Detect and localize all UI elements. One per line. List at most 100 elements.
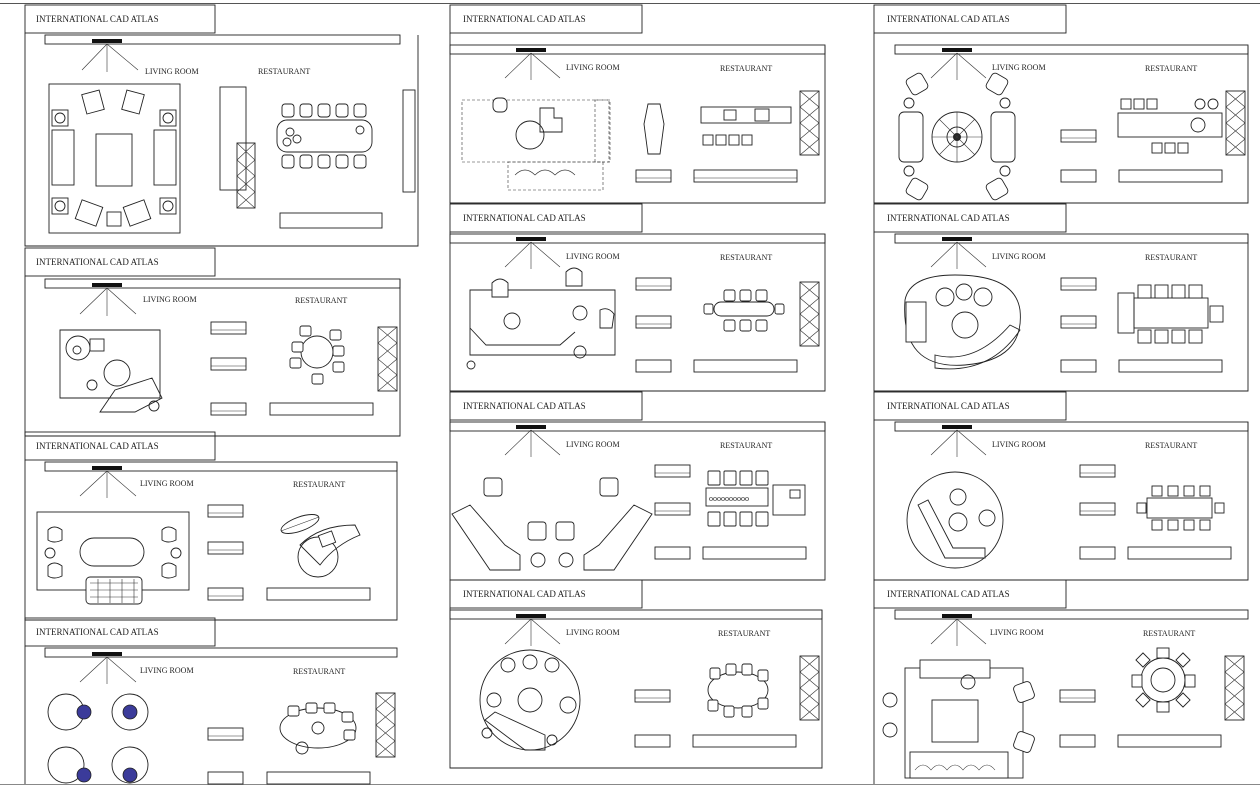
sheet-top-border <box>0 3 1260 4</box>
wine-rack <box>1224 655 1245 721</box>
restaurant-label: RESTAURANT <box>293 480 345 489</box>
coffee-table <box>95 133 133 187</box>
coffee-table <box>948 512 968 532</box>
window-strip <box>44 34 401 45</box>
window-strip <box>894 44 1249 55</box>
armchair <box>483 477 503 497</box>
stool <box>882 692 898 708</box>
panel-title: INTERNATIONAL CAD ATLAS <box>36 257 159 267</box>
rug <box>461 99 611 163</box>
panel-frame <box>449 33 826 204</box>
light-ray <box>530 52 561 79</box>
panel-title-box <box>873 203 1067 233</box>
sideboard <box>219 86 247 191</box>
panel-title: INTERNATIONAL CAD ATLAS <box>36 627 159 637</box>
dining-chairs <box>1136 485 1225 531</box>
restaurant-label: RESTAURANT <box>718 629 770 638</box>
chair <box>317 530 337 548</box>
table-pattern: oooooooooo <box>709 494 749 503</box>
panel-title: INTERNATIONAL CAD ATLAS <box>36 14 159 24</box>
sofa <box>51 129 75 186</box>
bar-stools-bottom <box>1151 142 1189 154</box>
coffee-table <box>79 537 145 567</box>
dining-chairs <box>1131 647 1196 713</box>
sink <box>1190 117 1206 133</box>
light-fixture <box>516 425 546 429</box>
coffee-table <box>517 687 543 713</box>
dining-chairs-bottom <box>281 154 367 169</box>
lamp-table <box>51 109 69 127</box>
counter <box>279 212 383 229</box>
lamp <box>54 112 66 124</box>
cabinet <box>539 107 563 133</box>
armchair <box>492 97 508 113</box>
armchair <box>122 199 152 227</box>
end-chair <box>1209 305 1224 323</box>
cushions <box>514 169 576 176</box>
panel-title-box <box>873 4 1067 34</box>
dining-chairs-top <box>281 103 367 118</box>
sink <box>723 109 737 121</box>
sideboard <box>1117 292 1135 334</box>
side-table <box>558 552 574 568</box>
placeholder-bars <box>1079 464 1232 560</box>
sofa <box>898 111 924 163</box>
living-room-label: LIVING ROOM <box>992 63 1046 72</box>
curved-sofa <box>469 327 576 346</box>
sofa <box>905 301 927 343</box>
panel-9: INTERNATIONAL CAD ATLAS LIVING ROOM REST… <box>873 4 1249 204</box>
rug <box>48 83 181 234</box>
light-fixture <box>92 466 122 470</box>
restaurant-label: RESTAURANT <box>720 64 772 73</box>
sofa <box>153 129 177 186</box>
armchair <box>599 308 615 329</box>
armchair <box>565 267 583 287</box>
panel-11: INTERNATIONAL CAD ATLAS LIVING ROOM REST… <box>873 391 1249 581</box>
panel-frame <box>873 33 1249 204</box>
living-room-label: LIVING ROOM <box>992 252 1046 261</box>
cooktop <box>754 108 770 122</box>
panel-title-box <box>24 431 216 461</box>
wine-rack <box>236 142 256 209</box>
restaurant-label: RESTAURANT <box>720 441 772 450</box>
wine-rack-hatch <box>1225 90 1246 156</box>
stool <box>882 722 898 738</box>
armchair <box>1013 731 1035 753</box>
desk <box>299 524 361 566</box>
curved-sofa <box>934 324 1021 370</box>
cushions <box>914 764 996 771</box>
panel-title: INTERNATIONAL CAD ATLAS <box>463 14 586 24</box>
table-centerpiece <box>311 721 325 735</box>
panel-title-box <box>449 391 643 421</box>
dining-chairs <box>707 663 769 718</box>
window-strip <box>894 421 1249 432</box>
armchair <box>121 89 145 115</box>
round-table <box>572 305 588 321</box>
window-strip <box>894 233 1249 244</box>
panel-title-box <box>24 4 216 34</box>
dining-table <box>1133 297 1209 329</box>
armchair <box>81 89 105 115</box>
lamp <box>54 200 66 212</box>
living-room-label: LIVING ROOM <box>992 440 1046 449</box>
lamp-table <box>159 109 177 127</box>
sofa <box>85 576 143 605</box>
oval-dining-table <box>279 707 357 749</box>
bar-stools <box>1120 98 1219 110</box>
chaise-lounge <box>917 499 986 559</box>
armchair <box>74 199 104 227</box>
wine-rack-hatch <box>236 142 256 209</box>
dining-chairs <box>707 470 769 527</box>
sectional-sofa-left <box>451 504 521 571</box>
light-ray <box>956 52 987 79</box>
light-ray <box>530 429 561 456</box>
dining-table <box>1146 497 1213 519</box>
panel-title-box <box>24 617 216 647</box>
table-centerpiece <box>295 741 309 755</box>
panel-1: INTERNATIONAL CAD ATLAS LIVING ROOM REST… <box>24 4 419 247</box>
bar-stools <box>702 134 753 146</box>
wine-rack-hatch <box>799 281 820 347</box>
placeholder-bars <box>635 277 798 373</box>
window-strip <box>44 647 398 658</box>
